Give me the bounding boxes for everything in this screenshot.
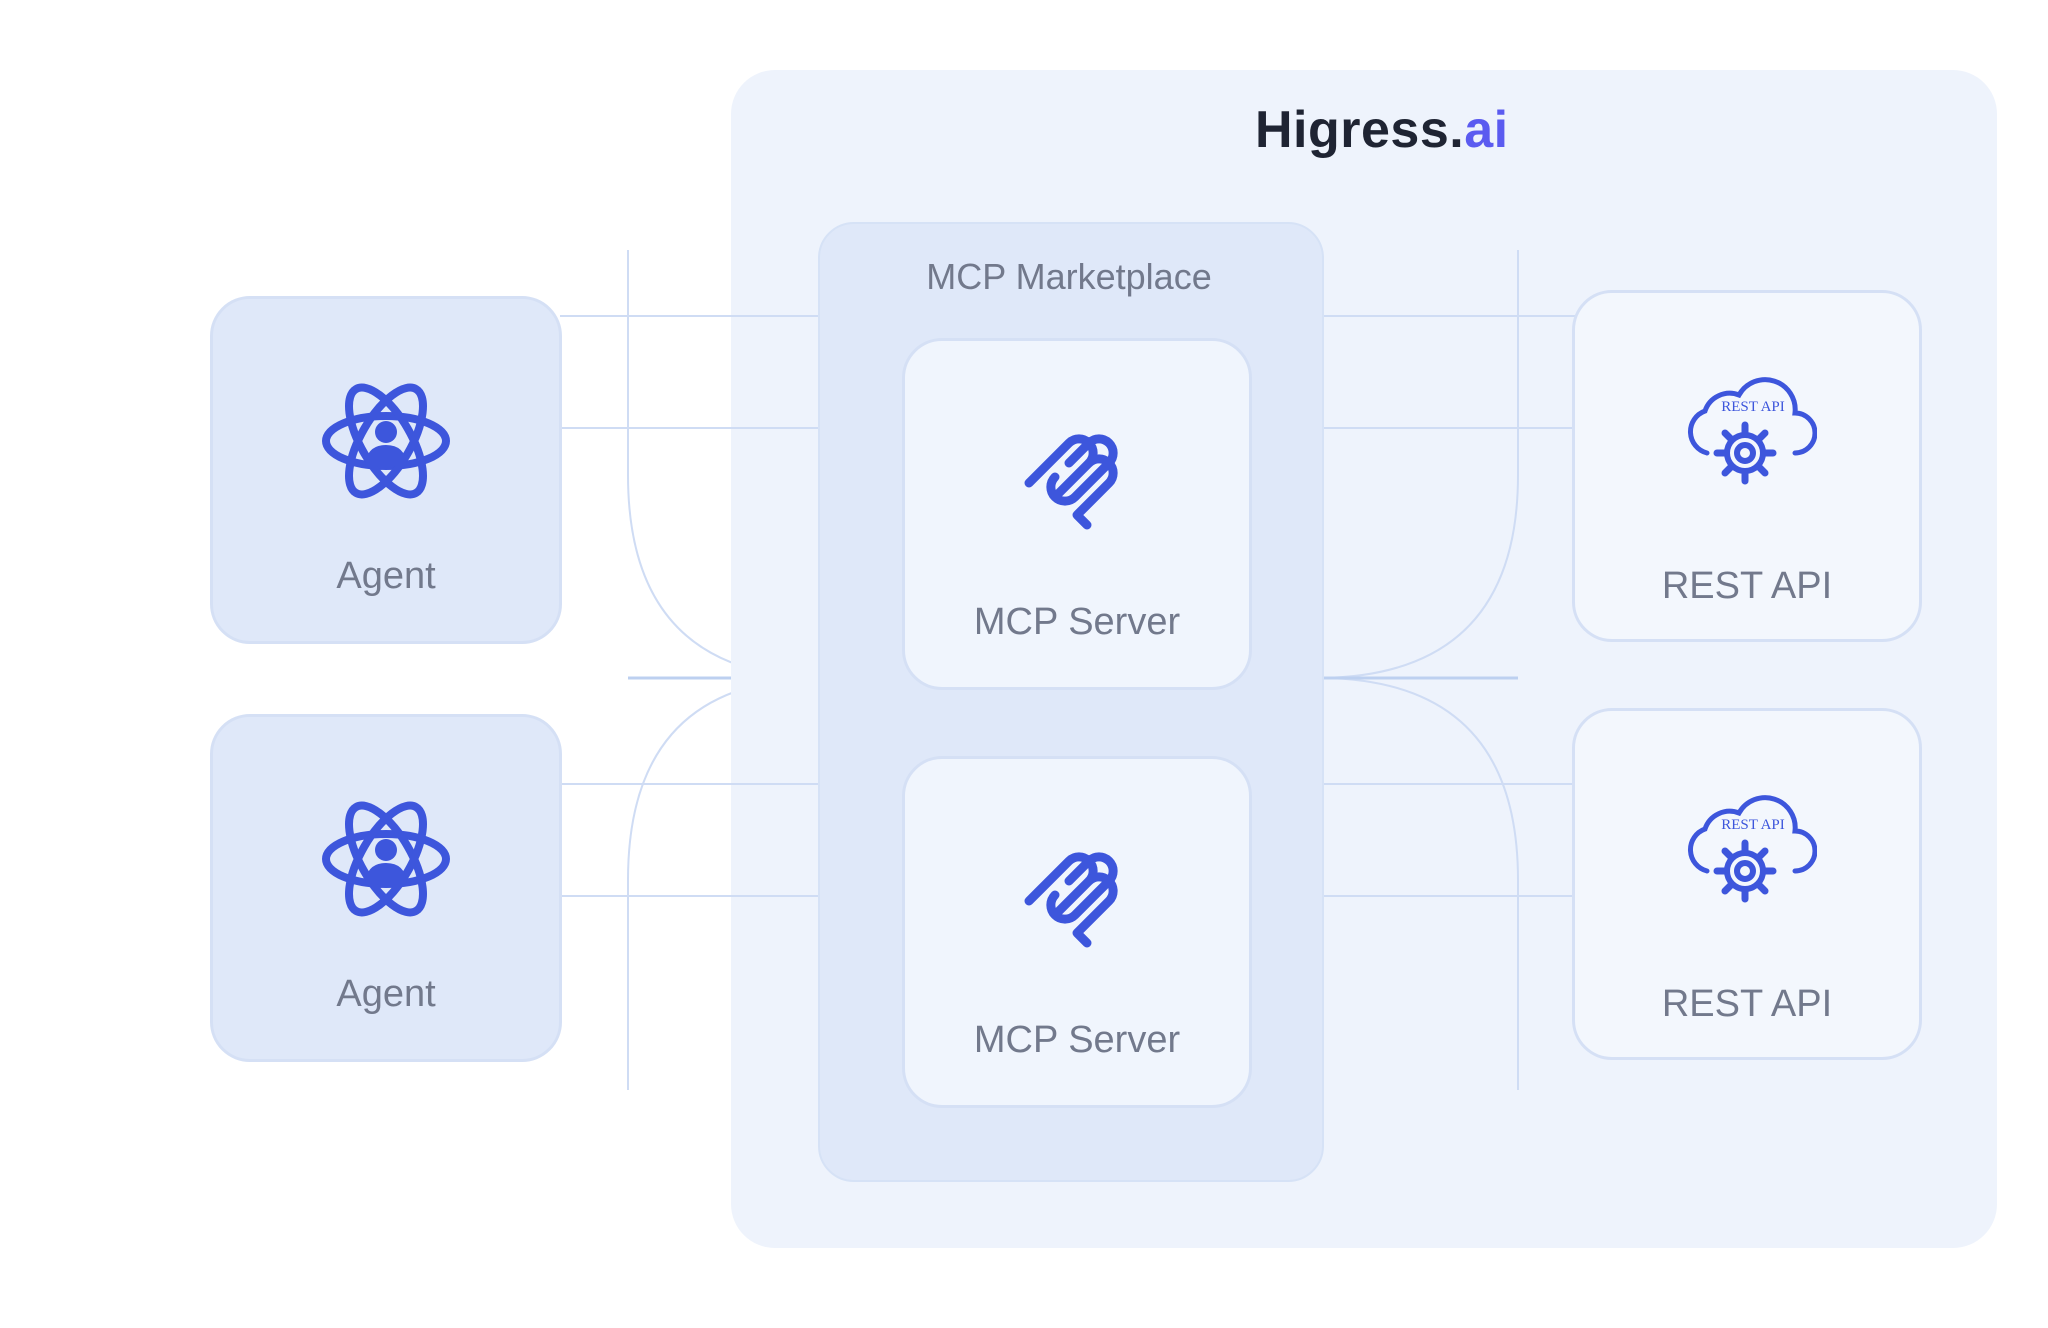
logo-text-higress: Higress [1255, 101, 1450, 159]
mcp-server-card[interactable]: MCP Server [902, 338, 1252, 690]
agent-atom-icon [322, 801, 450, 917]
rest-api-card[interactable]: REST API REST API [1572, 708, 1922, 1060]
rest-api-icon-text: REST API [1721, 817, 1785, 833]
rest-api-label: REST API [1661, 983, 1833, 1025]
rest-api-card[interactable]: REST API REST API [1572, 290, 1922, 642]
mcp-marketplace-title: MCP Marketplace [926, 256, 1212, 297]
logo-text-ai: ai [1464, 101, 1509, 159]
agent-label: Agent [336, 555, 436, 597]
mcp-logo-icon [1024, 852, 1118, 948]
mcp-server-label: MCP Server [973, 1019, 1181, 1061]
mcp-logo-icon [1024, 434, 1118, 530]
agent-label: Agent [336, 973, 436, 1015]
mcp-server-label: MCP Server [973, 601, 1181, 643]
logo-text-dot: . [1449, 101, 1465, 159]
higress-logo: Higress.ai [1255, 100, 1509, 170]
rest-api-cloud-gear-icon: REST API [1687, 377, 1817, 485]
agent-atom-icon [322, 383, 450, 499]
rest-api-cloud-gear-icon: REST API [1687, 795, 1817, 903]
agent-card[interactable]: Agent [210, 296, 562, 644]
agent-card[interactable]: Agent [210, 714, 562, 1062]
mcp-server-card[interactable]: MCP Server [902, 756, 1252, 1108]
rest-api-icon-text: REST API [1721, 399, 1785, 415]
rest-api-label: REST API [1661, 565, 1833, 607]
